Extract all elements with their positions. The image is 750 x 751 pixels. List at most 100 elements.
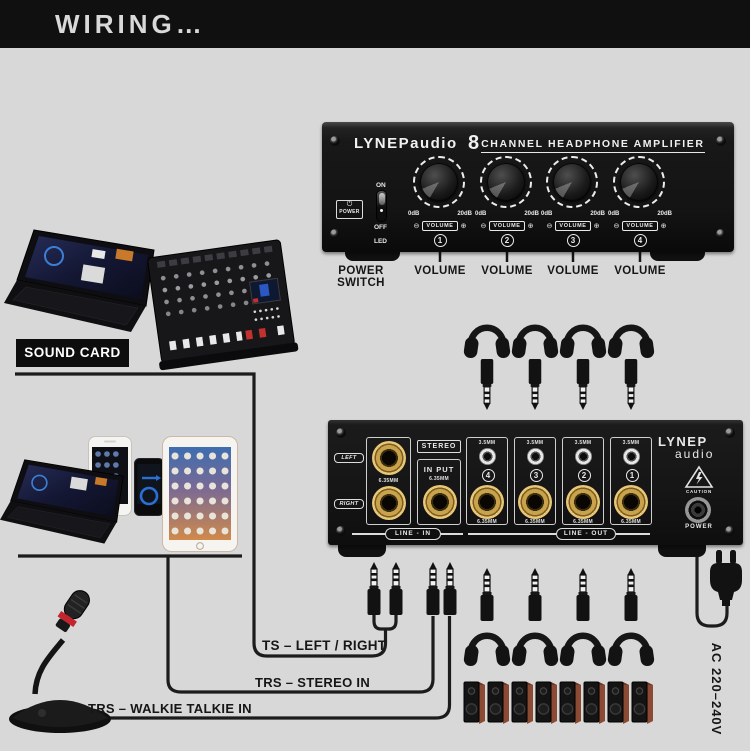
headphones-icon [463,324,511,359]
db-max-label: 20dB [457,211,472,217]
bracket-line [468,533,556,535]
sound-card-label: SOUND CARD [16,339,129,367]
plus-icon: ⊕ [460,222,467,230]
line-out-channel: 3.5MM 2 6.35MM [562,437,604,525]
power-icon: ⏻ [346,201,353,208]
trs-plug-icon [575,358,591,415]
volume-callout: VOLUME [414,265,466,277]
audio-mixer-icon [141,230,307,386]
screw-icon [725,428,735,438]
volume-label-row: ⊖VOLUME⊕ [408,221,472,231]
stereo-label: STEREO [417,440,461,453]
trs-stereo-in-label: TRS – STEREO IN [255,675,371,690]
volume-label-row: ⊖VOLUME⊕ [475,221,539,231]
minus-icon: ⊖ [613,222,620,230]
microphone-icon [2,586,117,741]
power-button-label: ⏻ POWER [336,200,363,219]
line-out-channels: 3.5MM 4 6.35MM 3.5MM 3 6.35MM 3.5MM 2 6.… [328,420,743,545]
speaker-icon [463,681,485,724]
speaker-icon [559,681,581,724]
minus-icon: ⊖ [413,222,420,230]
switch-off-label: OFF [374,224,387,231]
db-min-label: 0dB [608,211,620,217]
bracket-line [616,533,650,535]
jack-size-label: 6.35MM [477,519,497,525]
output-listening-set [559,568,607,728]
input-label: IN PUT [423,465,455,474]
trs-plug-icon [575,568,591,627]
db-max-label: 20dB [590,211,605,217]
jack-size-label: 6.35MM [573,519,593,525]
laptop-icon [4,228,189,341]
volume-label: VOLUME [489,221,525,231]
panel-foot [650,250,705,261]
headphones-icon [607,324,655,359]
line-in-right-label: RIGHT [334,499,364,509]
trs-plug-icon [425,562,441,621]
speaker-icon [583,681,605,724]
channel-number-badge: 4 [481,469,495,482]
speaker-pair [559,680,606,724]
speaker-pair [511,680,558,724]
tablet-icon [162,436,238,557]
jack-size-label: 6.35MM [525,519,545,525]
wire-soundcard-to-line-in [15,372,388,658]
caution-triangle-icon [684,465,714,494]
headphones-icon [511,324,559,359]
db-min-label: 0dB [541,211,553,217]
screw-icon [716,136,726,146]
bracket-line [441,533,463,535]
wire-ac-power [695,543,729,628]
line-out-channel: 3.5MM 4 6.35MM [466,437,508,525]
screw-icon [725,526,735,536]
mini-jack-size-label: 3.5MM [478,440,496,446]
mini-jack-size-label: 3.5MM [526,440,544,446]
headphone-jack-icon [614,485,648,519]
wire-mic-to-walkie-in [75,616,452,720]
output-listening-set [511,568,559,728]
mini-jack-size-label: 3.5MM [622,440,640,446]
wire-y-split-right [388,614,398,631]
jack-size-label: 6.35MM [429,476,449,482]
trs-plug-icon [479,358,495,415]
monitor-headphone-unit [607,312,655,412]
knob-scale-ring [613,156,665,208]
jack-size-label: 6.35MM [621,519,641,525]
wiring-banner: WIRING… [0,0,750,48]
headphones-icon [607,620,655,675]
monitor-headphone-unit [463,312,511,412]
speaker-icon [607,681,629,724]
amplifier-rear-panel: LEFT RIGHT 6.35MM STEREO IN PUT 6.35MM 3… [328,420,743,545]
headphones-icon [559,324,607,359]
right-input-jack-icon [372,486,406,520]
panel-foot [658,545,706,557]
brand-logo-sub: audio [675,447,715,461]
knob-scale-ring [413,156,465,208]
speaker-pair [463,680,510,724]
db-scale: 0dB 20dB [408,211,472,217]
channel-number-badge: 2 [577,469,591,482]
channel-number-badge: 2 [500,234,514,247]
line-in-jack-group: 6.35MM [366,437,411,525]
caution-label: CAUTION [685,489,713,494]
banner-title: WIRING… [55,9,206,39]
jack-size-label: 6.35MM [378,478,399,484]
channel-number-badge: 3 [529,469,543,482]
volume-callout: VOLUME [547,265,599,277]
mini-jack-icon [526,448,544,465]
trs-plug-icon [527,568,543,627]
ts-left-right-label: TS – LEFT / RIGHT [262,638,387,653]
wire-y-split-left [372,614,390,631]
wire-devices-to-stereo-in [18,554,435,694]
volume-label: VOLUME [555,221,591,231]
screw-icon [336,526,346,536]
brand-logo: LYNEP [658,434,708,449]
db-min-label: 0dB [408,211,420,217]
switch-led-label: LED [374,238,387,245]
